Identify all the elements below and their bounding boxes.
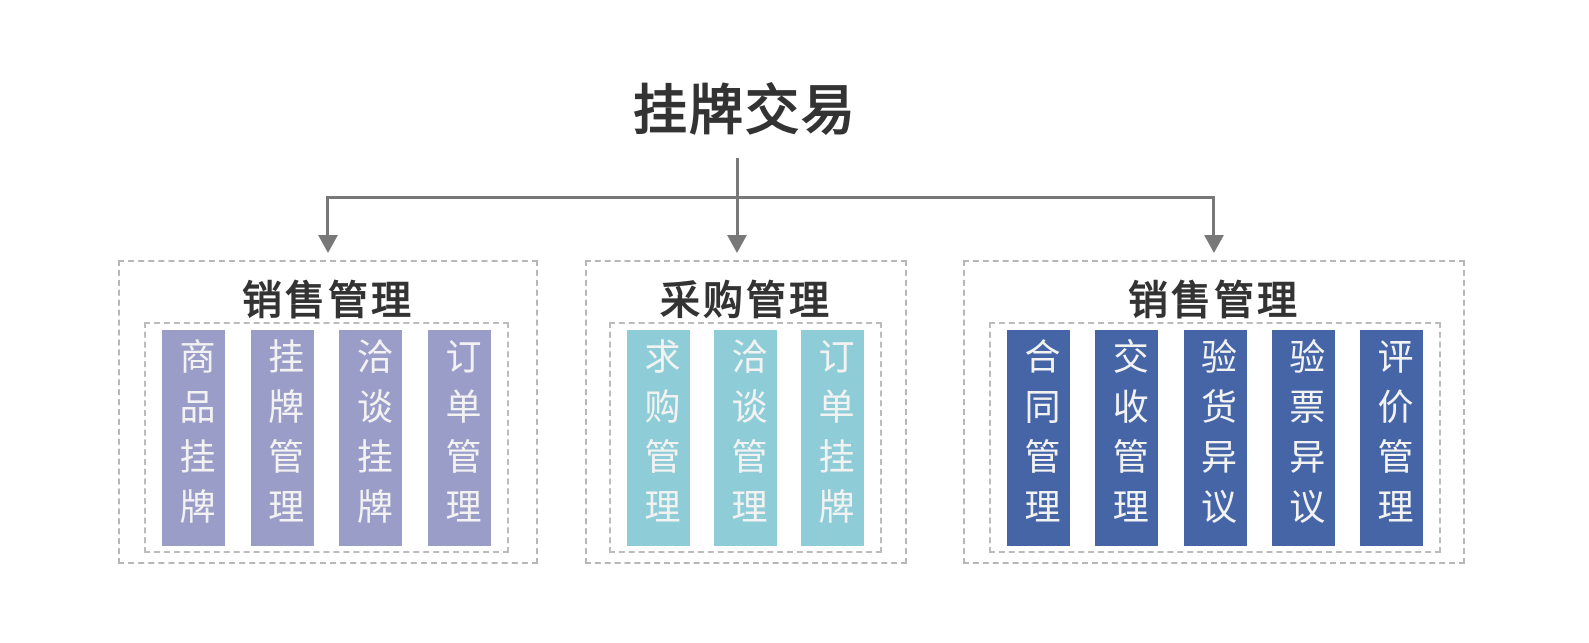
group-box-sales: 销售管理 商品挂牌 挂牌管理 洽谈挂牌 订单管理 bbox=[118, 260, 538, 564]
module-label: 交收管理 bbox=[1106, 337, 1148, 538]
group-header: 销售管理 bbox=[1128, 278, 1300, 324]
module-bar: 订单管理 bbox=[427, 329, 491, 546]
module-container: 合同管理 交收管理 验货异议 验票异议 评价管理 bbox=[989, 322, 1441, 553]
arrow-down-icon bbox=[727, 235, 747, 253]
connector-horizontal-line bbox=[327, 196, 1215, 199]
module-bar: 评价管理 bbox=[1360, 329, 1423, 546]
arrow-down-icon bbox=[318, 235, 338, 253]
module-label: 求购管理 bbox=[638, 337, 680, 538]
module-label: 合同管理 bbox=[1018, 337, 1060, 538]
module-bar: 挂牌管理 bbox=[250, 329, 314, 546]
module-label: 验货异议 bbox=[1195, 337, 1236, 538]
group-header: 采购管理 bbox=[660, 278, 832, 324]
module-label: 商品挂牌 bbox=[173, 337, 215, 538]
module-bar: 商品挂牌 bbox=[162, 329, 225, 546]
connector-stem-left bbox=[326, 196, 329, 236]
module-label: 评价管理 bbox=[1371, 337, 1413, 538]
module-bar: 交收管理 bbox=[1095, 329, 1159, 546]
arrow-down-icon bbox=[1204, 235, 1224, 253]
module-label: 验票异议 bbox=[1283, 337, 1325, 538]
connector-stem-right bbox=[1212, 196, 1215, 236]
module-container: 求购管理 洽谈管理 订单挂牌 bbox=[609, 322, 882, 553]
module-bar: 洽谈挂牌 bbox=[339, 329, 403, 546]
module-bar: 洽谈管理 bbox=[714, 329, 777, 546]
module-bar: 合同管理 bbox=[1007, 329, 1070, 546]
module-label: 挂牌管理 bbox=[262, 337, 304, 538]
module-container: 商品挂牌 挂牌管理 洽谈挂牌 订单管理 bbox=[144, 322, 509, 553]
group-box-procurement: 采购管理 求购管理 洽谈管理 订单挂牌 bbox=[585, 260, 907, 564]
module-label: 订单挂牌 bbox=[812, 337, 854, 538]
group-box-sales-settlement: 销售管理 合同管理 交收管理 验货异议 验票异议 评价管理 bbox=[963, 260, 1465, 564]
module-bar: 验票异议 bbox=[1271, 329, 1335, 546]
module-bar: 订单挂牌 bbox=[801, 329, 864, 546]
module-label: 洽谈管理 bbox=[725, 337, 767, 538]
module-bar: 求购管理 bbox=[627, 329, 690, 546]
module-label: 订单管理 bbox=[439, 337, 481, 538]
module-label: 洽谈挂牌 bbox=[350, 337, 392, 538]
group-header: 销售管理 bbox=[242, 278, 414, 324]
diagram-title: 挂牌交易 bbox=[633, 79, 857, 142]
module-bar: 验货异议 bbox=[1183, 329, 1247, 546]
